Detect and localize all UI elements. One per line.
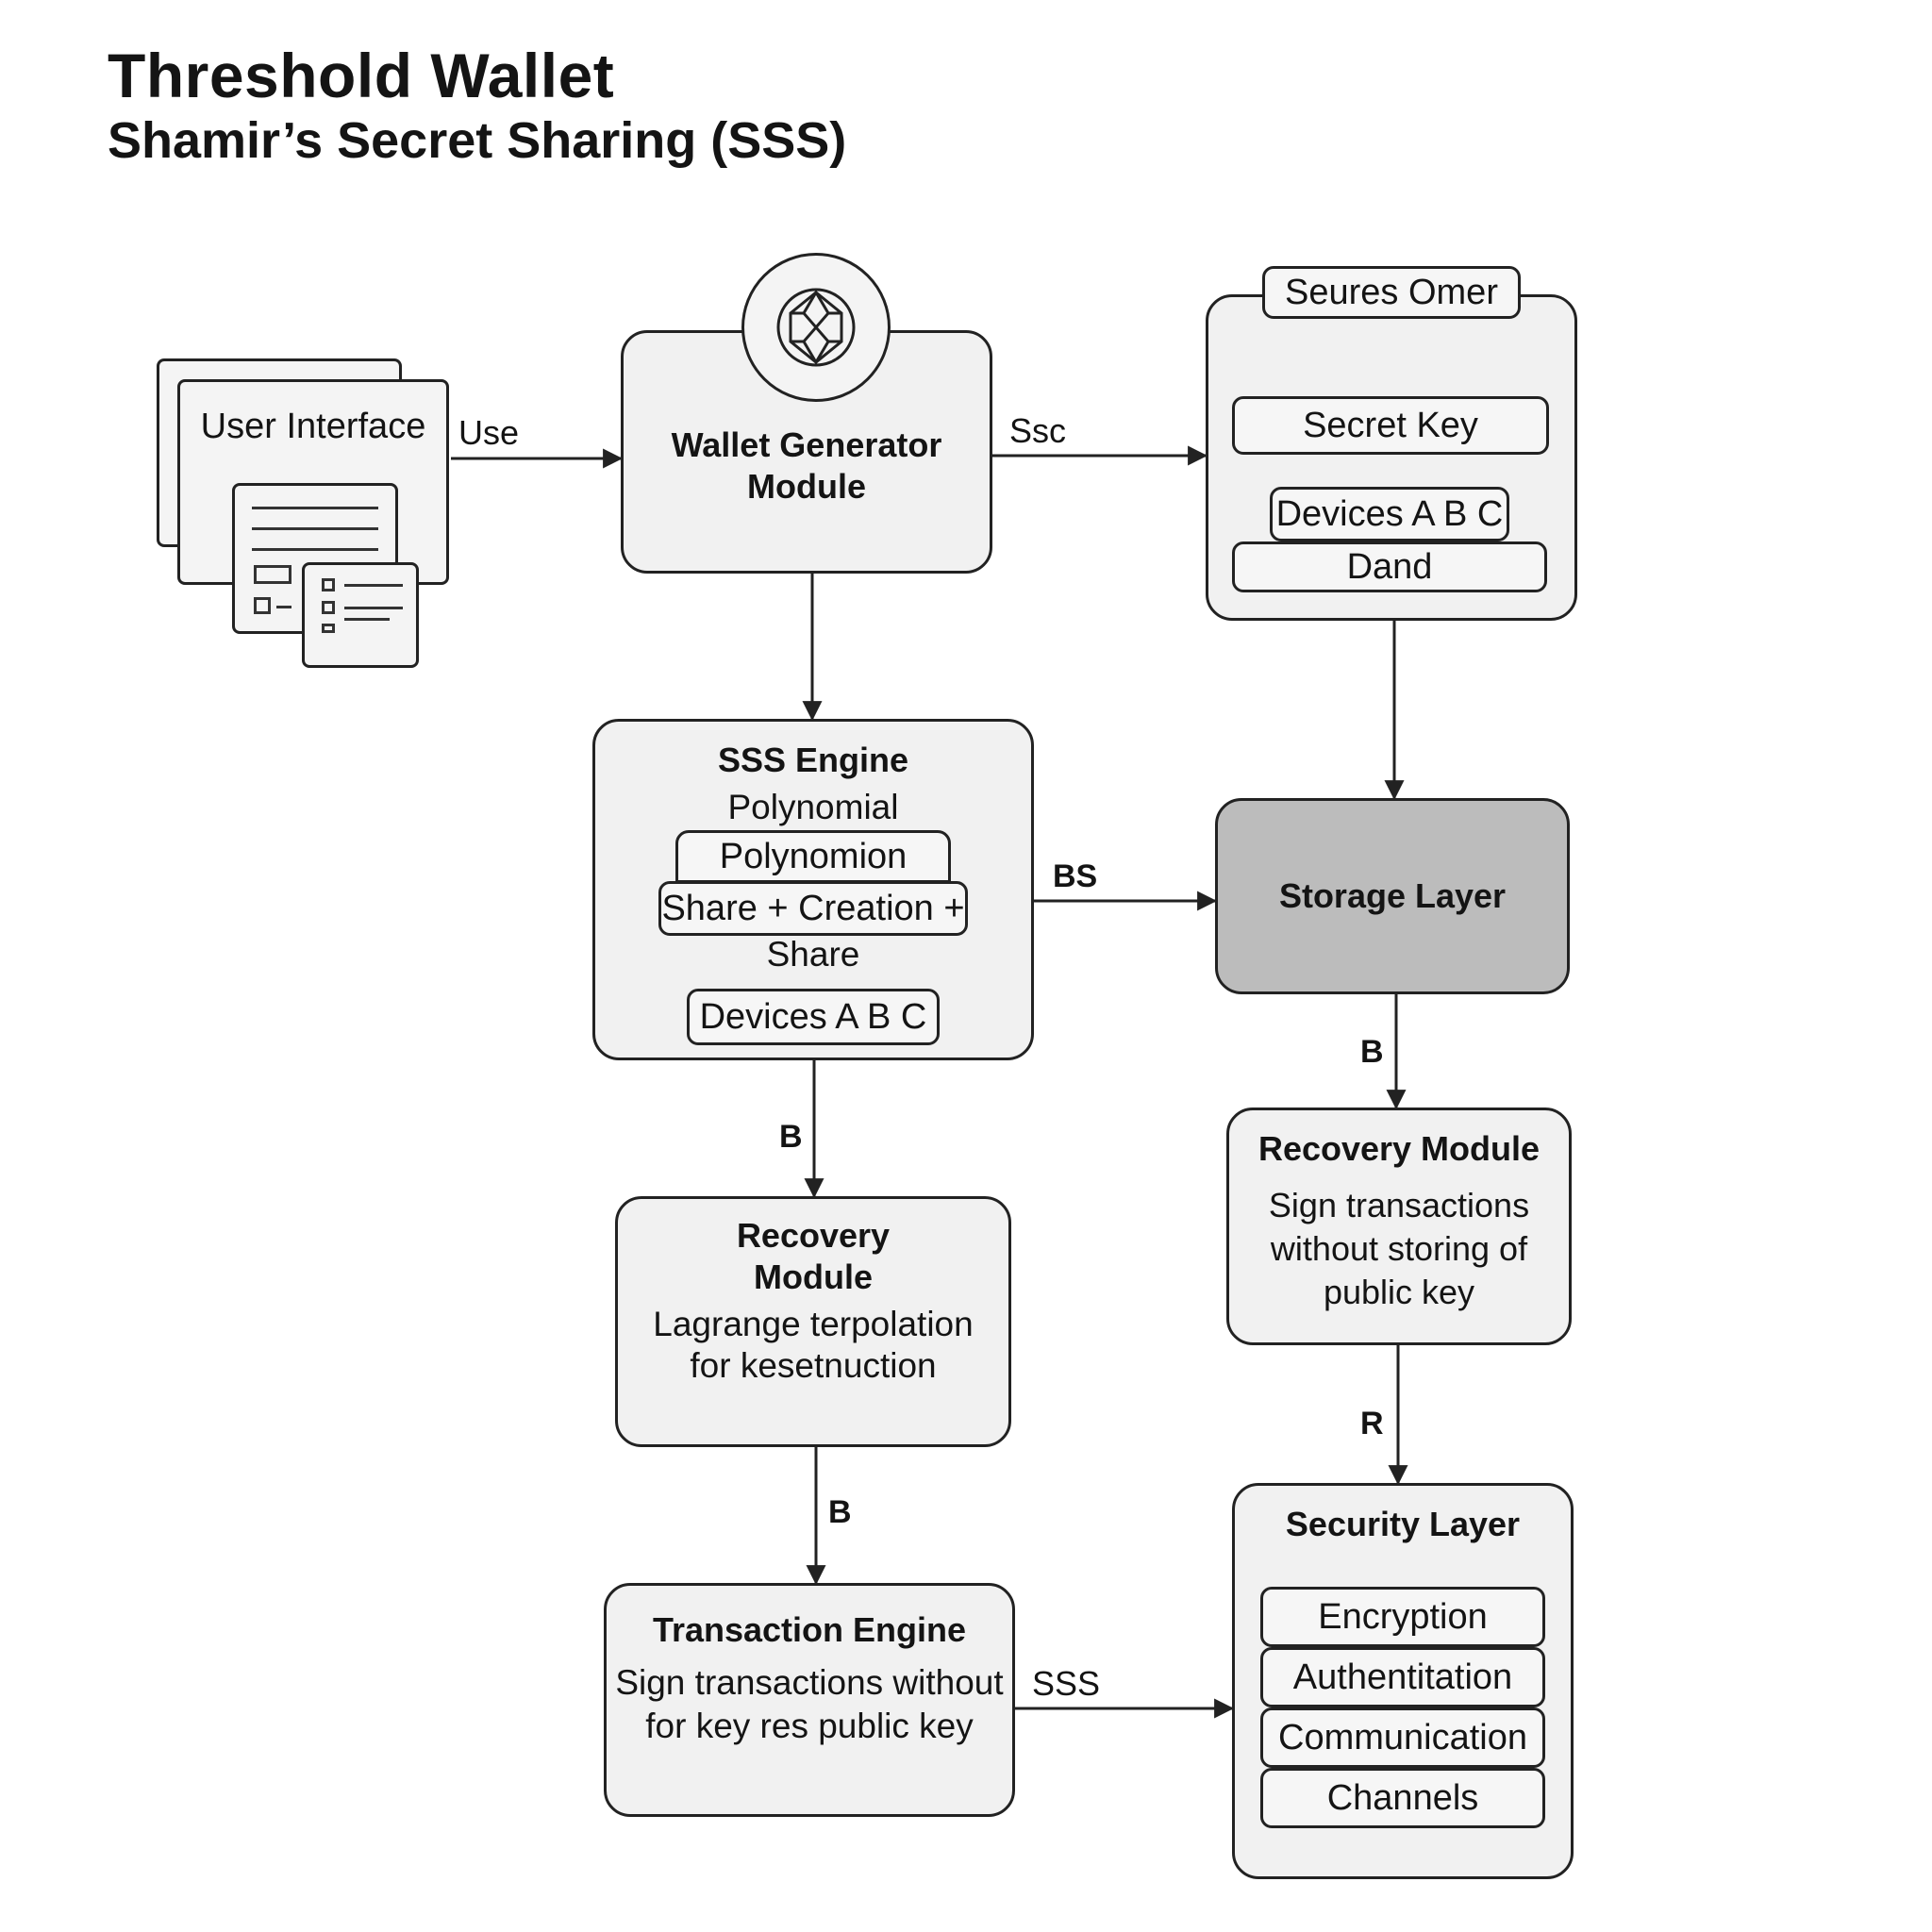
sss-engine-line2: Share [766, 935, 860, 974]
recovery-left-desc-line2: for kesetnuction [690, 1346, 937, 1385]
edge-label-r: R [1360, 1406, 1384, 1441]
page-title: Threshold Wallet [108, 41, 615, 110]
recovery-right-title: Recovery Module [1257, 1129, 1541, 1168]
recovery-left-title-line2: Module [754, 1257, 873, 1296]
recovery-right-desc-line2: without storing of [1270, 1229, 1528, 1268]
transaction-engine-node[interactable]: Transaction Engine Sign transactions wit… [604, 1583, 1015, 1817]
transaction-engine-title: Transaction Engine [652, 1610, 967, 1649]
edge-label-use: Use [458, 413, 520, 452]
polynomion-pill[interactable]: Polynomion [675, 830, 951, 883]
recovery-left-desc-line1: Lagrange terpolation [653, 1305, 974, 1343]
edge-label-storage-b: B [1360, 1034, 1384, 1070]
recovery-right-desc-line1: Sign transactions [1268, 1186, 1530, 1224]
edge-label-bs: BS [1053, 858, 1098, 894]
recovery-module-right-node[interactable]: Recovery Module Sign transactions withou… [1226, 1108, 1572, 1345]
dand-item[interactable]: Dand [1232, 541, 1547, 592]
checklist-document-icon [302, 562, 419, 668]
sss-engine-title: SSS Engine [717, 741, 909, 779]
checkbox-icon [254, 597, 271, 614]
edge-label-recovery-b: B [828, 1494, 852, 1530]
edge-label-ssc: Ssc [1009, 411, 1067, 450]
wallet-generator-title-line2: Module [747, 467, 866, 506]
page-subtitle: Shamir’s Secret Sharing (SSS) [108, 112, 847, 169]
wallet-generator-node[interactable]: Wallet Generator Module [621, 330, 992, 574]
encryption-item[interactable]: Encryption [1260, 1587, 1545, 1647]
transaction-engine-desc-line1: Sign transactions without [615, 1663, 1004, 1702]
devices-pill[interactable]: Devices A B C [687, 989, 940, 1045]
edge-label-sss: SSS [1032, 1664, 1101, 1703]
wallet-generator-title-line1: Wallet Generator [671, 425, 942, 464]
list-bullet-icon [322, 624, 335, 633]
gem-icon [776, 288, 856, 367]
storage-layer-node[interactable]: Storage Layer [1215, 798, 1570, 994]
recovery-module-left-node[interactable]: Recovery Module Lagrange terpolation for… [615, 1196, 1011, 1447]
edge-label-sss-b: B [779, 1119, 803, 1155]
recovery-left-title-line1: Recovery [736, 1216, 891, 1255]
devices-item[interactable]: Devices A B C [1270, 487, 1509, 541]
secret-key-item[interactable]: Secret Key [1232, 396, 1549, 455]
list-bullet-icon [322, 578, 335, 591]
security-layer-title: Security Layer [1285, 1505, 1521, 1543]
sss-engine-line1: Polynomial [727, 788, 899, 826]
channels-item[interactable]: Channels [1260, 1768, 1545, 1828]
share-creation-pill[interactable]: Share + Creation + [658, 881, 968, 936]
form-field-icon [254, 565, 291, 584]
list-bullet-icon [322, 601, 335, 614]
communication-item[interactable]: Communication [1260, 1707, 1545, 1768]
user-interface-label: User Interface [200, 407, 426, 446]
transaction-engine-desc-line2: for key res public key [645, 1707, 974, 1745]
crypto-gem-icon [741, 253, 891, 402]
secret-group-header: Seures Omer [1262, 266, 1521, 319]
storage-layer-title: Storage Layer [1278, 876, 1507, 915]
authentication-item[interactable]: Authentitation [1260, 1647, 1545, 1707]
recovery-right-desc-line3: public key [1323, 1273, 1475, 1311]
